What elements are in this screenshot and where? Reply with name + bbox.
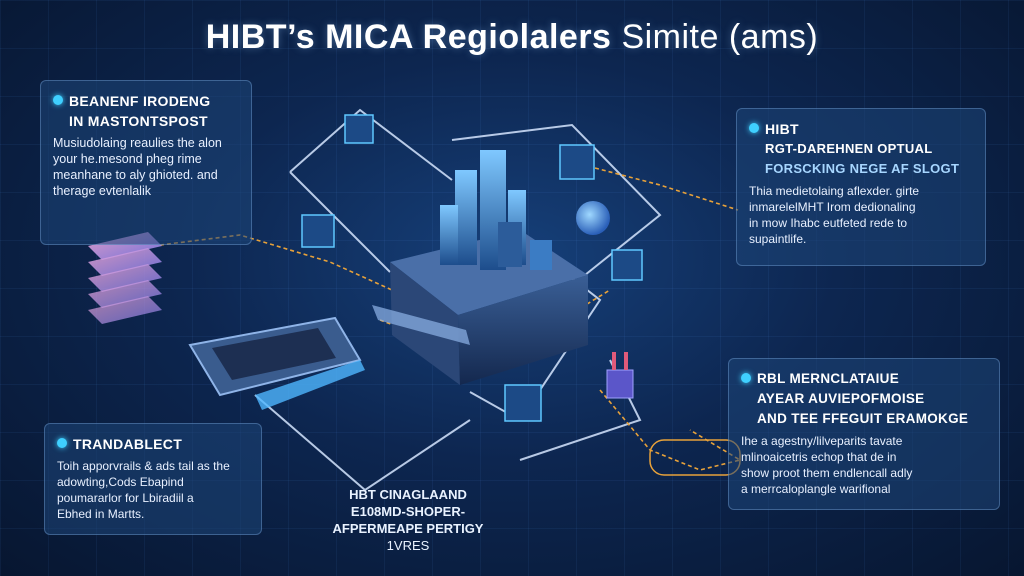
panel-text-line: adowting,Cods Ebapind (57, 475, 184, 489)
panel-text-line: poumararlor for Lbiradiil a (57, 491, 194, 505)
panel-text-line: mlinoaicetris echop that de in (741, 450, 897, 464)
bullet-icon (57, 438, 67, 448)
chip-cubes (301, 114, 643, 422)
panel-text-line: a merrcaloplangle warifional (741, 482, 891, 496)
panel-body: Thia medietolaing aflexder. girte inmare… (749, 183, 973, 247)
panel-heading: HIBT (765, 121, 799, 137)
panel-body: Musiudolaing reaulies the alon your he.m… (53, 135, 239, 199)
title-bold: HIBT’s MICA Regiolalers (205, 18, 612, 56)
panel-text-line: inmarelelMHT Irom dedionaling (749, 200, 916, 214)
panel-text-line: your he.mesond pheg rime (53, 152, 202, 166)
panel-text-line: Ebhed in Martts. (57, 507, 145, 521)
panel-top-left: BEANENF IRODENG IN MASTONTSPOST Musiudol… (40, 80, 252, 245)
robot-cube-icon (606, 352, 634, 399)
panel-heading: IN MASTONTSPOST (69, 113, 208, 129)
caption-line: HBT CINAGLAAND (349, 487, 467, 502)
panel-header: TRANDABLECT (57, 434, 249, 454)
connector-loop (649, 439, 741, 476)
panel-text-line: Toih apporvrails & ads tail as the (57, 459, 230, 473)
bullet-icon (741, 373, 751, 383)
caption-line: E108MD-SHOPER- (350, 504, 466, 519)
bullet-icon (53, 95, 63, 105)
panel-bottom-right: RBL MERNCLATAIUE AYEAR AUVIEPOFMOISE AND… (728, 358, 1000, 510)
page-title: HIBT’s MICA Regiolalers Simite (ams) (0, 18, 1024, 57)
panel-text-line: in mow Ihabc eutfeted rede to (749, 216, 908, 230)
panel-heading: AYEAR AUVIEPOFMOISE (757, 391, 925, 406)
globe-icon (576, 201, 610, 235)
panel-text-line: Musiudolaing reaulies the alon (53, 136, 222, 150)
panel-body: Ihe a agestny/lilveparits tavate mlinoai… (741, 433, 987, 497)
panel-text-line: meanhane to aly ghioted. and (53, 168, 218, 182)
panel-text-line: show proot them endlencall adly (741, 466, 913, 480)
caption-line: AFPERMEAPE PERTIGY (332, 521, 484, 536)
layer-stack-icon (88, 232, 162, 324)
panel-bottom-left: TRANDABLECT Toih apporvrails & ads tail … (44, 423, 262, 535)
panel-text-line: Thia medietolaing aflexder. girte (749, 184, 920, 198)
panel-text-line: therage evtenlalik (53, 184, 151, 198)
panel-heading: FORSCKING NEGE AF SLOGT (765, 161, 960, 176)
panel-header: BEANENF IRODENG IN MASTONTSPOST (53, 91, 239, 131)
center-caption: HBT CINAGLAAND E108MD-SHOPER- AFPERMEAPE… (318, 486, 498, 554)
title-light: Simite (ams) (621, 18, 819, 56)
bullet-icon (749, 123, 759, 133)
city-buildings (440, 150, 552, 270)
panel-top-right: HIBT RGT-DAREHNEN OPTUAL FORSCKING NEGE … (736, 108, 986, 266)
laptop-icon (188, 316, 365, 410)
panel-heading: AND TEE FFEGUIT ERAMOKGE (757, 411, 969, 426)
panel-heading: RGT-DAREHNEN OPTUAL (765, 141, 933, 156)
panel-heading: BEANENF IRODENG (69, 93, 211, 109)
panel-body: Toih apporvrails & ads tail as the adowt… (57, 458, 249, 522)
panel-heading: RBL MERNCLATAIUE (757, 371, 900, 386)
panel-header: RBL MERNCLATAIUE AYEAR AUVIEPOFMOISE AND… (741, 369, 987, 429)
panel-heading: TRANDABLECT (73, 436, 183, 452)
caption-line: 1VRES (386, 538, 430, 553)
panel-text-line: Ihe a agestny/lilveparits tavate (741, 434, 903, 448)
panel-header: HIBT RGT-DAREHNEN OPTUAL FORSCKING NEGE … (749, 119, 973, 179)
panel-text-line: supaintlife. (749, 232, 807, 246)
